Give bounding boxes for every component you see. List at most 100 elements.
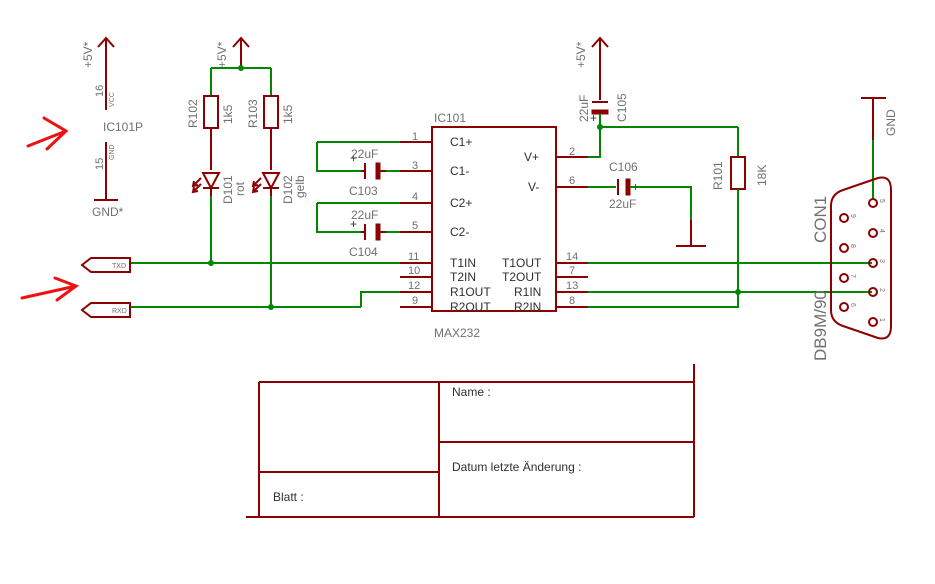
pin-name: C1+ [450,135,472,149]
pin-name: R1IN [514,285,541,299]
ic101p-name: IC101P [103,120,143,134]
con1-name: CON1 [811,196,830,243]
resistor-r103 [263,95,279,170]
con1-part: DB9M/90 [811,290,830,361]
c104-name: C104 [349,245,378,259]
annotation-arrow-bottom [20,276,80,302]
pin-name: C2- [450,225,469,239]
c104-plus: + [350,217,357,231]
db9-pin: 6 [849,303,856,307]
gnd-top [861,97,886,140]
rxd-label: RXD [112,308,127,315]
pin-number: 3 [412,160,418,172]
pin-number: 10 [408,265,420,277]
db9-pin: 8 [849,244,856,248]
c103-plus: + [350,151,357,165]
db9-connector-con1 [830,176,892,340]
db9-pin: 3 [878,259,885,263]
pin-number: 4 [412,191,418,203]
pin-number: 13 [566,280,578,292]
txd-label: TXD [112,263,126,270]
capacitor-c104 [361,223,386,241]
c103-name: C103 [349,184,378,198]
r102-name: R102 [186,99,200,128]
db9-pin: 5 [878,199,885,203]
c103-value: 22uF [351,147,378,161]
pin-name: T1IN [450,256,476,270]
ic101p-pin15: 15 [94,158,106,170]
led-d102 [251,172,281,196]
pin-number: 2 [569,146,575,158]
db9-pin: 9 [849,214,856,218]
pin-number: 14 [566,251,578,263]
db9-pin: 2 [878,288,885,292]
port-txd [80,257,131,273]
ic101p-pin16: 16 [94,85,106,97]
c105-name: C105 [615,93,629,122]
pin-number: 8 [569,295,575,307]
annotation-arrow-top [26,116,69,151]
gnd-label: GND [884,109,898,136]
led-d101 [191,172,221,196]
ic101-name: IC101 [434,111,466,125]
ic101-part: MAX232 [434,326,480,340]
d101-name: D101 [221,175,235,204]
pin-name: T1OUT [502,256,542,270]
c106-value: 22uF [609,197,636,211]
r103-name: R103 [246,99,260,128]
ic101p-vcc-pin-name: VCC [109,92,116,107]
db9-pin: 4 [878,229,885,233]
title-date-label: Datum letzte Änderung : [452,460,581,474]
pin-number: 12 [408,280,420,292]
pin-name: T2OUT [502,270,542,284]
c106-name: C106 [609,160,638,174]
pin-number: 5 [412,220,418,232]
ground-c106 [676,220,706,247]
r101-name: R101 [711,161,725,190]
svg-text:+5V*: +5V* [574,41,588,68]
pin-number: 7 [569,265,575,277]
ic101-max232 [400,126,588,312]
r101-value: 18K [755,165,769,186]
pin-name: C2+ [450,196,472,210]
capacitor-c106 [617,178,631,196]
title-sheet-label: Blatt : [273,490,304,504]
d102-name: D102 [281,175,295,204]
c105-value: 22uF [577,95,591,122]
db9-pin: 1 [878,318,885,322]
d101-color: rot [233,181,247,196]
supply-ic101p-vcc: +5V* [81,36,115,110]
pin-number: 6 [569,175,575,187]
capacitor-c103 [361,162,386,180]
pin-name: C1- [450,164,469,178]
pin-name: T2IN [450,270,476,284]
supply-c105-vcc: +5V* [574,36,609,100]
svg-text:+5V*: +5V* [215,41,229,68]
c105-plus: + [590,111,597,125]
ic101p-gnd-pin-name: GND [109,144,116,160]
resistor-r101 [730,156,746,190]
pin-number: 11 [408,251,419,263]
supply-led-vcc: +5V* [215,36,250,68]
c104-value: 22uF [351,208,378,222]
pin-name: R2OUT [450,300,491,314]
port-rxd [80,302,131,318]
r103-value: 1k5 [281,104,295,124]
junction [238,65,244,71]
gnd-star-label: GND* [92,205,124,219]
db9-pin: 7 [849,274,856,278]
pin-name: R1OUT [450,285,491,299]
pin-number: 1 [412,131,418,143]
vcc-label: +5V* [81,41,95,68]
d102-color: gelb [293,175,307,198]
pin-name: V+ [524,150,539,164]
title-name-label: Name : [452,385,491,399]
pin-name: R2IN [514,300,541,314]
resistor-r102 [203,95,219,170]
supply-ic101p-gnd [94,142,118,201]
pin-number: 9 [412,295,418,307]
pin-name: V- [528,180,539,194]
title-block [246,364,695,518]
r102-value: 1k5 [221,104,235,124]
